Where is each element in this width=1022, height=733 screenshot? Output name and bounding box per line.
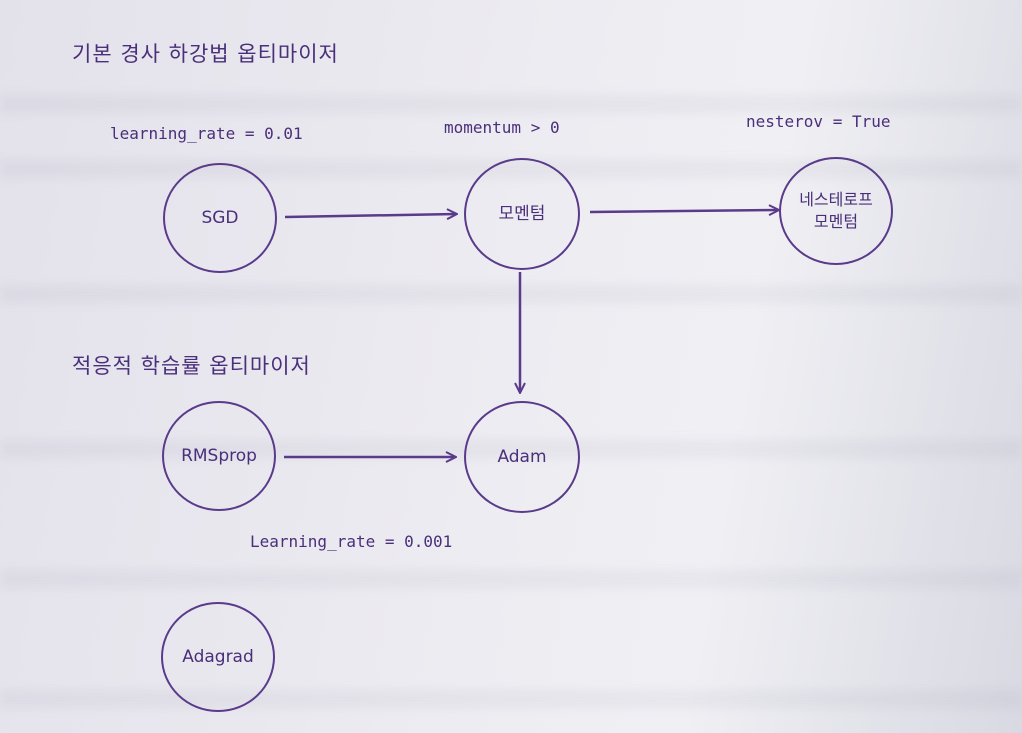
node-rmsprop: RMSprop xyxy=(162,401,276,511)
background-text-band xyxy=(0,95,1022,113)
node-momentum-label: 모멘텀 xyxy=(498,203,546,224)
node-adam-label: Adam xyxy=(497,446,547,467)
background-text-band xyxy=(0,285,1022,303)
node-adagrad: Adagrad xyxy=(161,602,275,712)
background-text-band xyxy=(0,570,1022,588)
node-rmsprop-label: RMSprop xyxy=(181,445,257,466)
node-sgd-label: SGD xyxy=(201,207,239,228)
arrow-sgd-to-momentum xyxy=(284,214,456,217)
node-adagrad-label: Adagrad xyxy=(182,646,254,667)
sgd-learning-rate-label: learning_rate = 0.01 xyxy=(110,124,303,143)
basic-optimizers-title: 기본 경사 하강법 옵티마이저 xyxy=(72,42,339,66)
node-nesterov-momentum: 네스테로프 모멘텀 xyxy=(779,157,893,265)
adaptive-optimizers-title: 적응적 학습률 옵티마이저 xyxy=(72,354,311,378)
nesterov-param-label: nesterov = True xyxy=(746,112,891,131)
node-adam: Adam xyxy=(464,401,580,513)
adam-learning-rate-label: Learning_rate = 0.001 xyxy=(250,532,453,551)
momentum-param-label: momentum > 0 xyxy=(444,118,560,137)
node-momentum: 모멘텀 xyxy=(464,158,580,270)
node-sgd: SGD xyxy=(163,163,277,273)
arrow-momentum-to-nesterov xyxy=(589,210,778,212)
node-nesterov-label: 네스테로프 모멘텀 xyxy=(799,190,873,231)
